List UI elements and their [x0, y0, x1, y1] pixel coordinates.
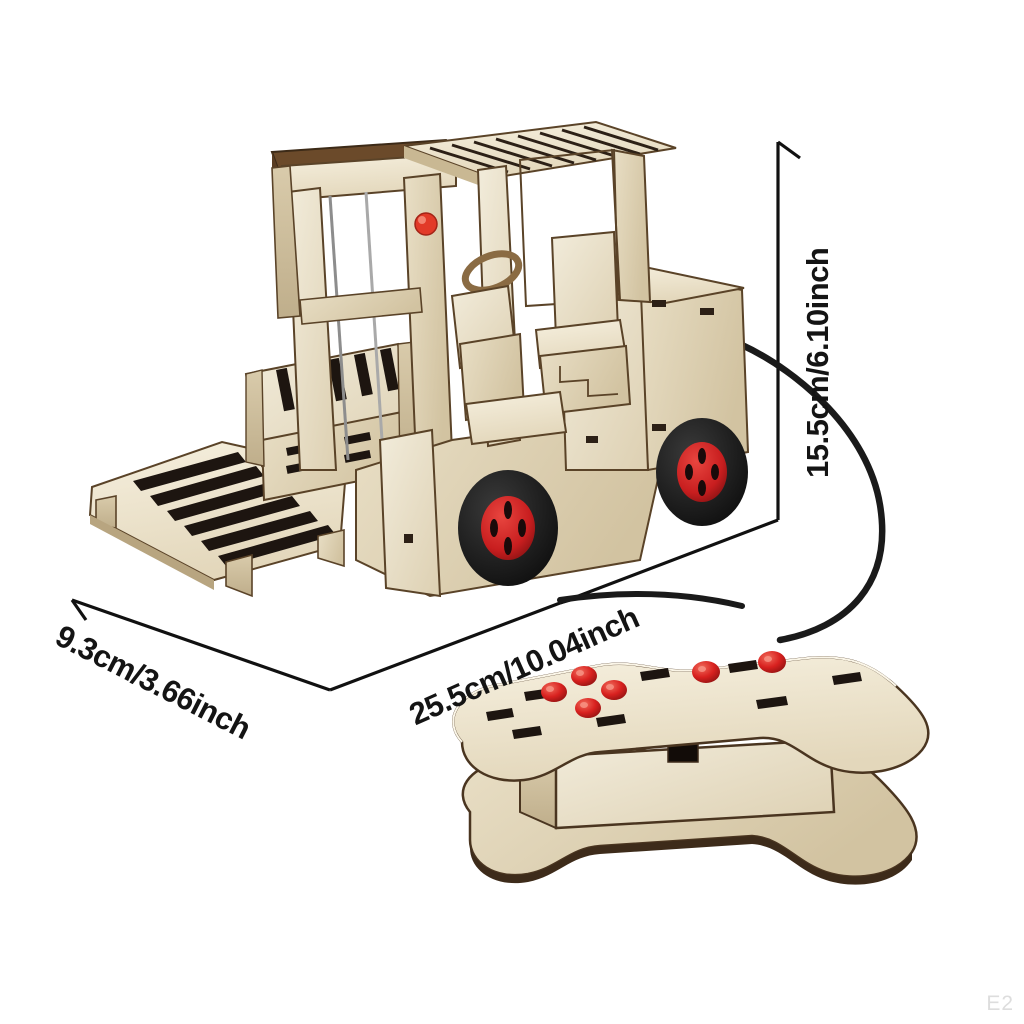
- forklift-cab: [403, 120, 677, 448]
- forklift-mast: [270, 138, 458, 471]
- forklift-front-wheel: [458, 470, 558, 586]
- controller-front-panel: [554, 738, 836, 830]
- wooden-forklift-model: [88, 120, 750, 598]
- controller-buttons[interactable]: [541, 651, 786, 718]
- controller-slot-cutouts: [486, 660, 862, 739]
- forklift-rear-wheel: [656, 418, 748, 526]
- controller-button-6[interactable]: [758, 651, 786, 673]
- dimension-label-height: 15.5cm/6.10inch: [800, 247, 835, 478]
- dimension-tick-width-left: [70, 599, 88, 621]
- dimension-tick-height-top: [777, 140, 801, 160]
- controller-button-4[interactable]: [575, 698, 601, 718]
- control-cable: [738, 341, 886, 644]
- wooden-remote-controller: [451, 651, 930, 885]
- controller-button-5[interactable]: [692, 661, 720, 683]
- dimension-line-width-left: [71, 598, 331, 692]
- control-cable-lower: [557, 590, 745, 609]
- watermark: E2: [986, 992, 1014, 1015]
- dimension-line-width: [329, 601, 561, 692]
- mast-red-knob: [414, 212, 438, 236]
- controller-button-3[interactable]: [601, 680, 627, 700]
- controller-button-1[interactable]: [571, 666, 597, 686]
- controller-button-2[interactable]: [541, 682, 567, 702]
- dimension-line-length: [559, 518, 779, 605]
- dimension-lines: [70, 140, 801, 692]
